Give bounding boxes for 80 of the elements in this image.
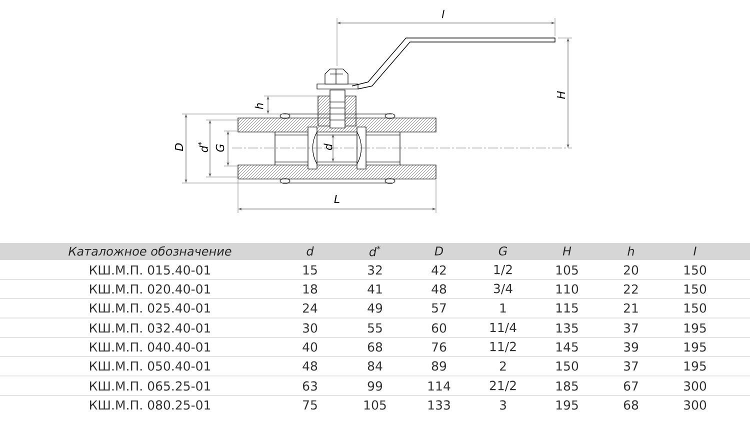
table-cell: КШ.М.П. 032.40-01	[90, 323, 210, 333]
table-cell: 300	[684, 381, 706, 391]
table-cell: КШ.М.П. 050.40-01	[90, 361, 210, 371]
table-cell: 195	[684, 361, 706, 371]
table-cell: 48	[432, 284, 446, 294]
table-cell: 30	[303, 323, 318, 333]
dimension-label: h	[254, 103, 264, 110]
table-cell: 195	[684, 342, 706, 352]
table-cell: 55	[368, 323, 382, 333]
table-cell: КШ.М.П. 040.40-01	[90, 342, 210, 352]
table-cell: 3/4	[494, 284, 512, 294]
table-cell: 145	[556, 342, 578, 352]
table-cell: 68	[368, 342, 382, 352]
table-cell: 49	[368, 303, 382, 313]
table-cell: 89	[432, 361, 446, 371]
table-cell: 22	[624, 284, 638, 294]
table-cell: КШ.М.П. 020.40-01	[90, 284, 210, 294]
table-cell: 57	[432, 303, 446, 313]
table-cell: 63	[302, 381, 317, 391]
table-cell: 105	[556, 265, 578, 275]
table-cell: 150	[556, 361, 578, 371]
table-cell: 68	[624, 400, 638, 410]
table-cell: 150	[684, 265, 706, 275]
dimension-label: l	[442, 10, 444, 18]
table-cell: 21/2	[490, 380, 516, 392]
table-cell: 75	[303, 400, 317, 410]
column-header: D	[434, 246, 444, 256]
table-cell: 41	[368, 284, 382, 294]
dimension-label: d	[324, 143, 332, 150]
table-cell: КШ.М.П. 015.40-01	[90, 265, 210, 275]
table-cell: 67	[624, 381, 638, 391]
dimension-label: d$^{*}$	[198, 142, 208, 152]
table-cell: 114	[428, 381, 450, 391]
column-header: I	[694, 246, 696, 256]
column-header: d	[306, 246, 314, 256]
table-cell: 2	[500, 361, 506, 371]
table-cell: КШ.М.П. 080.25-01	[90, 400, 210, 410]
table-cell: 133	[428, 400, 450, 410]
table-cell: 39	[624, 342, 638, 352]
table-cell: 18	[303, 284, 318, 294]
table-cell: КШ.М.П. 025.40-01	[90, 303, 210, 313]
column-header: H	[562, 246, 572, 256]
table-cell: 48	[302, 361, 318, 371]
dimension-label: G	[216, 144, 224, 152]
table-cell: 40	[302, 342, 318, 352]
table-cell: 37	[624, 361, 638, 371]
table-cell: 1	[500, 303, 506, 313]
table-cell: 185	[556, 381, 578, 391]
column-header: d$^{*}$	[370, 246, 380, 256]
table-cell: 42	[432, 265, 446, 275]
table-cell: 135	[556, 323, 578, 333]
dimension-label: H	[557, 91, 566, 99]
table-cell: 300	[684, 400, 706, 410]
column-header: h	[628, 246, 634, 256]
table-cell: 1/2	[494, 264, 512, 276]
table-cell: 195	[684, 323, 706, 333]
table-cell: 195	[556, 400, 578, 410]
table-cell: 60	[432, 323, 446, 333]
table-cell: 21	[624, 303, 638, 313]
table-cell: 150	[684, 284, 706, 294]
table-cell: 84	[368, 361, 382, 371]
table-cell: 105	[364, 400, 386, 410]
table-cell: 76	[432, 342, 446, 352]
table-cell: 37	[624, 323, 638, 333]
table-cell: 3	[500, 400, 506, 410]
table-cell: 11/2	[490, 342, 516, 352]
table-cell: 11/4	[490, 322, 516, 334]
table-cell: 99	[368, 381, 382, 391]
dimension-label: D	[175, 143, 183, 151]
table-cell: КШ.М.П. 065.25-01	[90, 381, 210, 391]
table-cell: 20	[624, 265, 638, 275]
column-header: Каталожное обозначение	[68, 246, 232, 256]
table-cell: 150	[684, 303, 706, 313]
column-header: G	[498, 246, 508, 256]
table-cell: 24	[302, 303, 318, 313]
table-cell: 115	[556, 303, 578, 313]
table-cell: 32	[368, 265, 382, 275]
table-cell: 15	[303, 265, 317, 275]
table-cell: 110	[556, 284, 578, 294]
dimension-label: L	[334, 195, 340, 204]
